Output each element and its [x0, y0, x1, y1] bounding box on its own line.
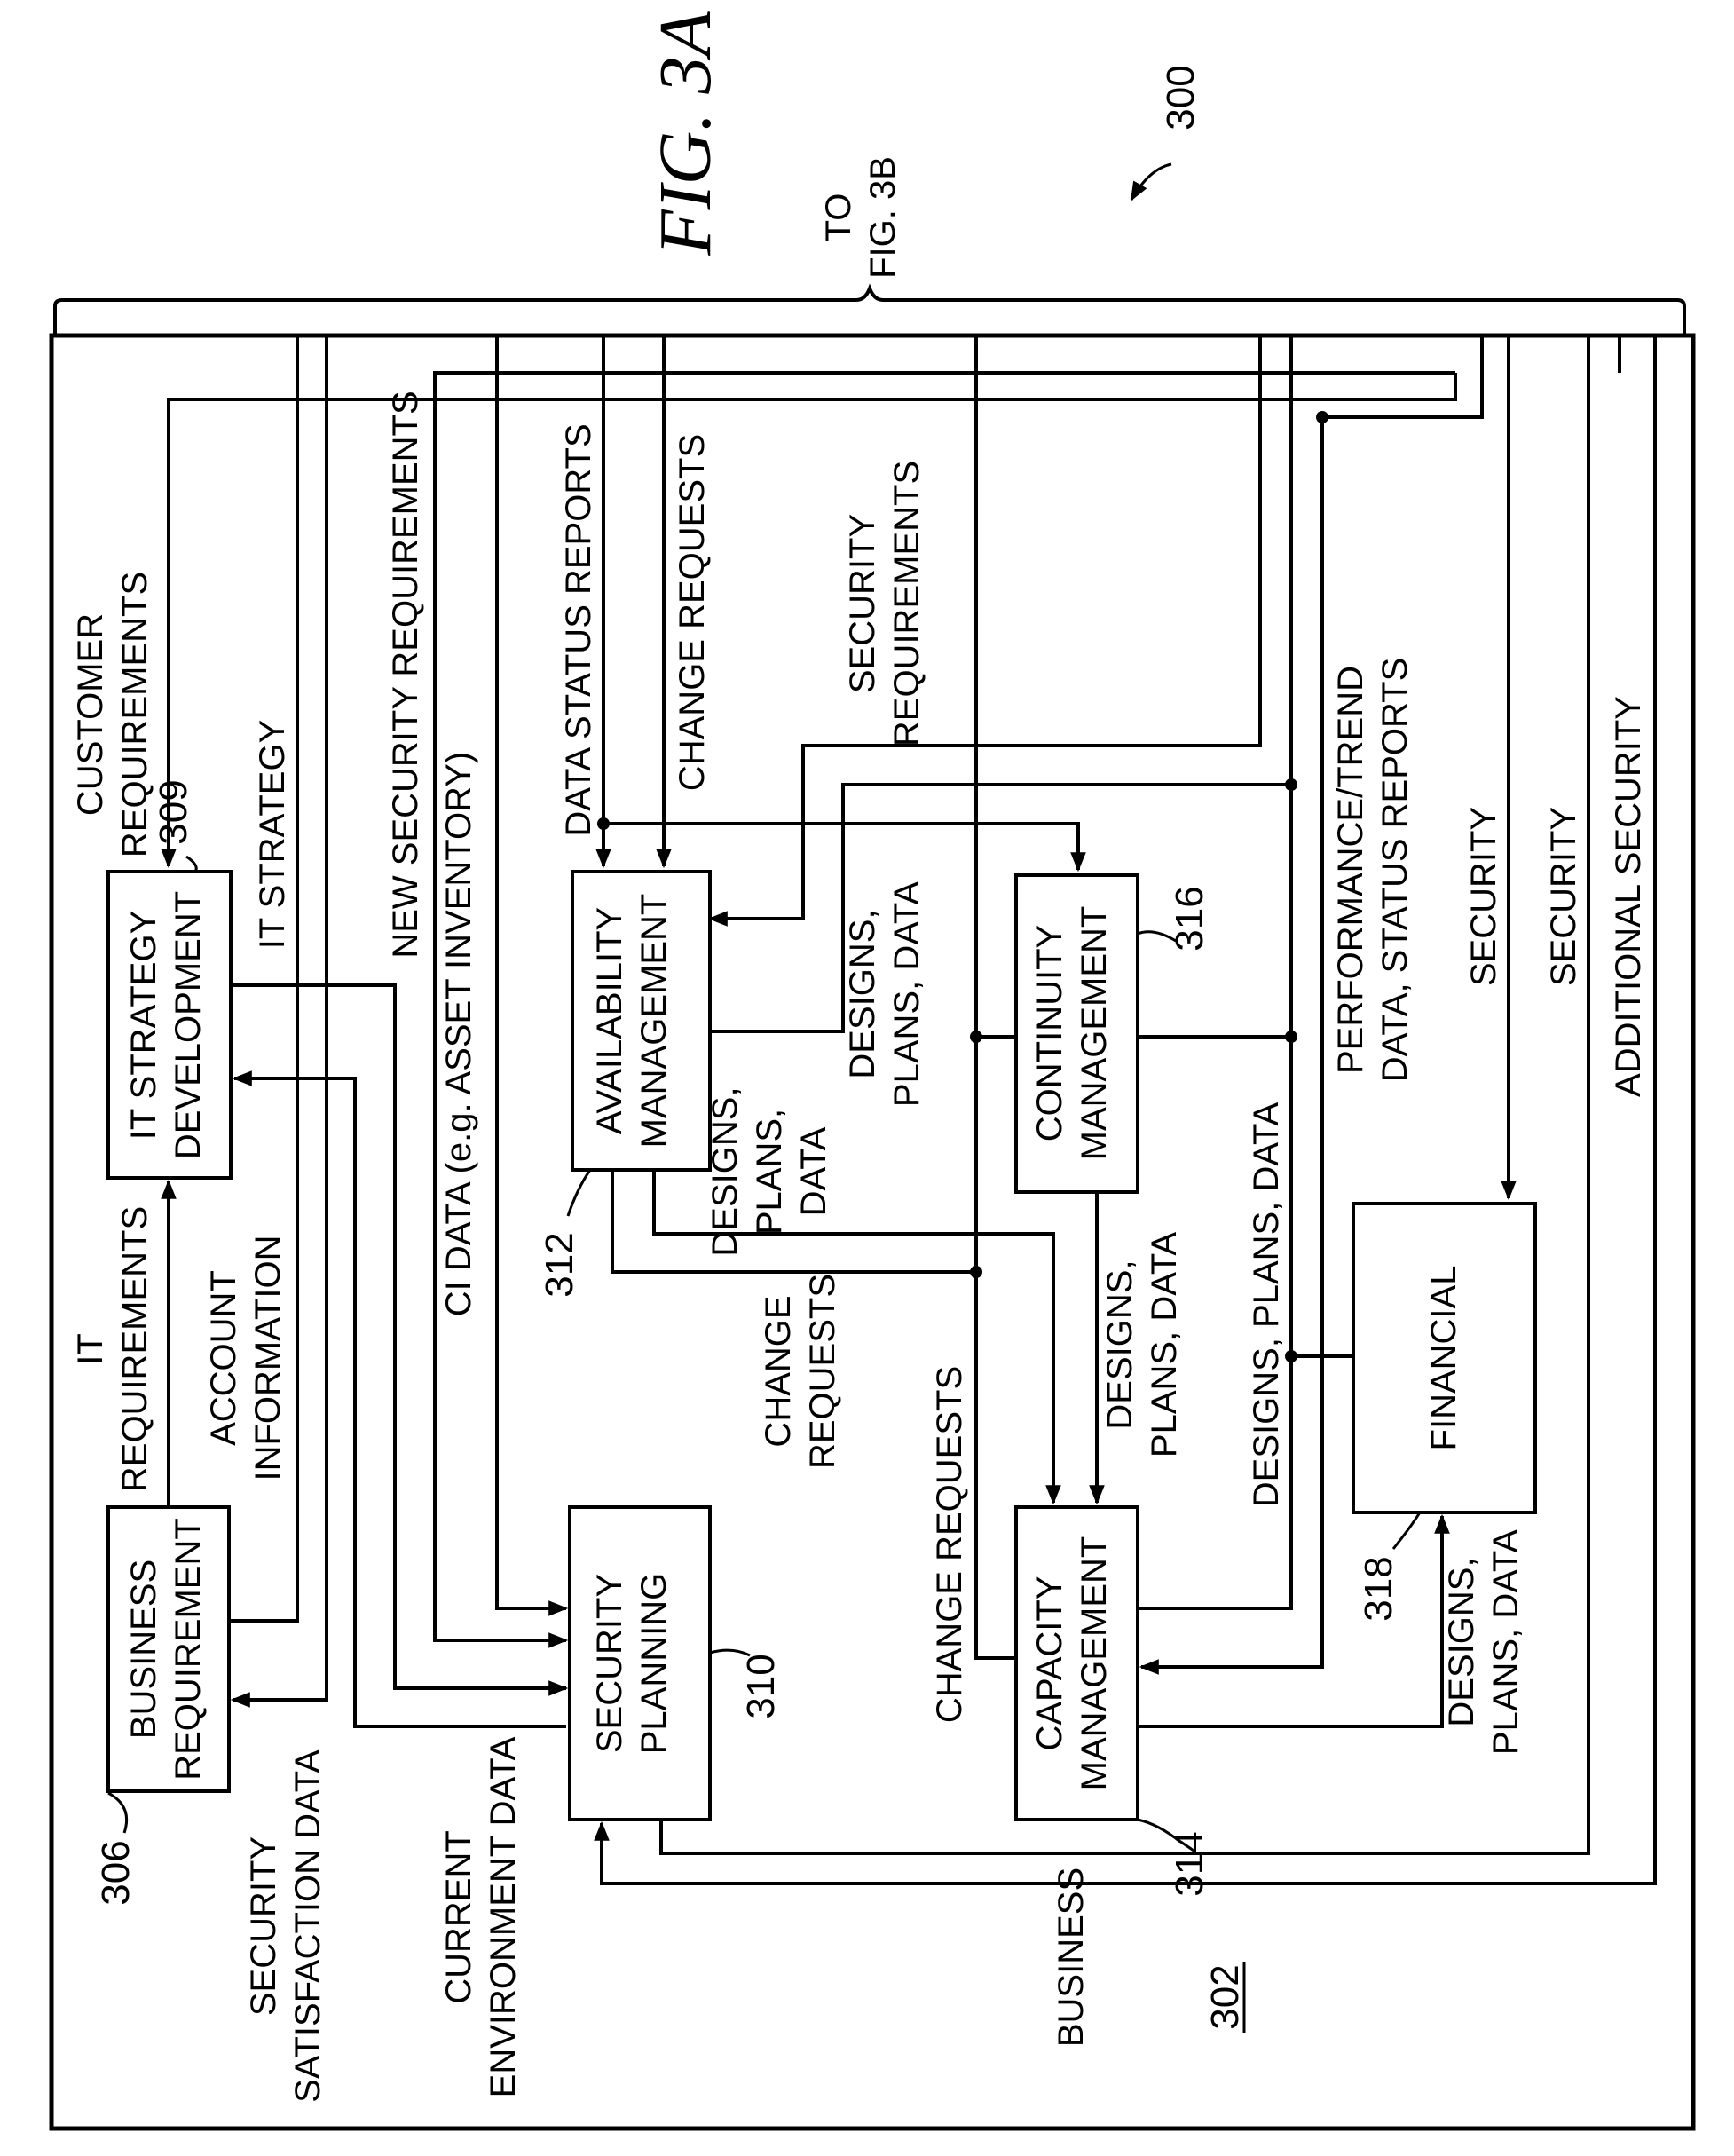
- block-label-line-1: IT STRATEGY: [124, 911, 163, 1141]
- ref-312: 312: [538, 1232, 581, 1297]
- flow-label-designs-avail-right-2: PLANS, DATA: [887, 881, 926, 1107]
- flow-label-designs-financial-below-1: DESIGNS,: [1442, 1557, 1481, 1726]
- flow-label-designs-avail-right-1: DESIGNS,: [843, 909, 882, 1078]
- flow-label-change-requests-mid-1: CHANGE: [759, 1295, 798, 1447]
- flow-label-designs-financial-below-2: PLANS, DATA: [1486, 1529, 1525, 1755]
- block-label-line-2: DEVELOPMENT: [169, 891, 208, 1159]
- ref-302: 302: [1203, 1964, 1247, 2029]
- flow-label-ci-data: CI DATA (e.g. ASSET INVENTORY): [439, 752, 478, 1316]
- flow-label-it-strategy: IT STRATEGY: [253, 720, 292, 950]
- flow-label-designs-avail-below-1: DESIGNS,: [705, 1086, 745, 1256]
- ref-300: 300: [1159, 65, 1202, 130]
- ref-314: 314: [1168, 1831, 1211, 1896]
- block-label-line-2: MANAGEMENT: [634, 894, 674, 1149]
- block-label-line-2: PLANNING: [634, 1573, 674, 1755]
- block-capacity-management: CAPACITY MANAGEMENT: [1016, 1507, 1138, 1820]
- flow-label-performance-trend-2: DATA, STATUS REPORTS: [1375, 658, 1415, 1083]
- continuation-brace: [55, 288, 1684, 336]
- block-financial: FINANCIAL: [1353, 1204, 1535, 1512]
- block-business-requirement: BUSINESS REQUIREMENT: [108, 1507, 229, 1791]
- flow-label-additional-security: ADDITIONAL SECURITY: [1609, 696, 1648, 1097]
- flow-label-change-requests-top: CHANGE REQUESTS: [673, 434, 712, 791]
- container-label: BUSINESS: [1052, 1868, 1091, 2047]
- block-label-line-1: CAPACITY: [1030, 1576, 1069, 1750]
- flow-label-it-requirements-1: IT: [71, 1333, 110, 1365]
- flow-label-designs-continuity-1: DESIGNS,: [1100, 1260, 1139, 1429]
- flow-label-account-information-2: INFORMATION: [248, 1235, 288, 1481]
- block-availability-management: AVAILABILITY MANAGEMENT: [572, 872, 710, 1170]
- flow-label-security-1: SECURITY: [1464, 807, 1503, 986]
- flow-label-current-environment-2: ENVIRONMENT DATA: [484, 1736, 523, 2097]
- flow-label-customer-requirements-2: REQUIREMENTS: [115, 572, 154, 857]
- ref-318: 318: [1357, 1556, 1400, 1621]
- flow-label-data-status-reports: DATA STATUS REPORTS: [559, 423, 598, 836]
- flow-label-security-satisfaction-2: SATISFACTION DATA: [288, 1749, 327, 2103]
- ref-306: 306: [94, 1840, 138, 1905]
- ref-309: 309: [152, 779, 195, 844]
- flow-label-customer-requirements-1: CUSTOMER: [71, 613, 110, 816]
- block-continuity-management: CONTINUITY MANAGEMENT: [1016, 875, 1138, 1192]
- flow-label-security-satisfaction-1: SECURITY: [244, 1836, 283, 2016]
- flow-label-designs-financial-left: DESIGNS, PLANS, DATA: [1247, 1102, 1286, 1507]
- ref-310: 310: [739, 1654, 783, 1718]
- block-label-line-2: MANAGEMENT: [1075, 906, 1114, 1161]
- figure-title: FIG. 3A: [644, 11, 727, 257]
- flow-label-account-information-1: ACCOUNT: [204, 1270, 243, 1446]
- flow-label-security-requirements-2: REQUIREMENTS: [887, 461, 926, 746]
- block-label-line-2: MANAGEMENT: [1075, 1536, 1114, 1791]
- block-label-line-1: BUSINESS: [124, 1560, 163, 1739]
- continuation-label-line-1: TO: [819, 193, 858, 242]
- block-label-line-1: CONTINUITY: [1030, 925, 1069, 1141]
- flow-label-new-security-requirements: NEW SECURITY REQUIREMENTS: [386, 391, 425, 958]
- flow-label-current-environment-1: CURRENT: [439, 1830, 478, 2004]
- flow-label-security-requirements-1: SECURITY: [843, 514, 882, 693]
- flow-label-performance-trend-1: PERFORMANCE/TREND: [1331, 666, 1370, 1074]
- block-label-line-1: FINANCIAL: [1424, 1266, 1463, 1451]
- flow-label-security-2: SECURITY: [1544, 807, 1583, 986]
- block-security-planning: SECURITY PLANNING: [570, 1507, 710, 1820]
- flow-label-designs-continuity-2: PLANS, DATA: [1145, 1232, 1184, 1457]
- flow-label-designs-avail-below-3: DATA: [794, 1126, 833, 1216]
- block-label-line-1: SECURITY: [590, 1574, 629, 1753]
- reference-numbers: 306 309 310 312 314 316 318 300 302: [94, 65, 1420, 2033]
- flow-label-change-requests-mid-2: REQUESTS: [803, 1274, 842, 1469]
- flow-label-it-requirements-2: REQUIREMENTS: [115, 1206, 154, 1492]
- continuation-label-line-2: FIG. 3B: [863, 156, 902, 279]
- block-label-line-2: REQUIREMENT: [169, 1518, 208, 1781]
- block-it-strategy-development: IT STRATEGY DEVELOPMENT: [108, 872, 231, 1178]
- block-label-line-1: AVAILABILITY: [590, 907, 629, 1134]
- flow-label-designs-avail-below-2: PLANS,: [750, 1109, 789, 1235]
- flow-label-change-requests-long: CHANGE REQUESTS: [930, 1366, 969, 1723]
